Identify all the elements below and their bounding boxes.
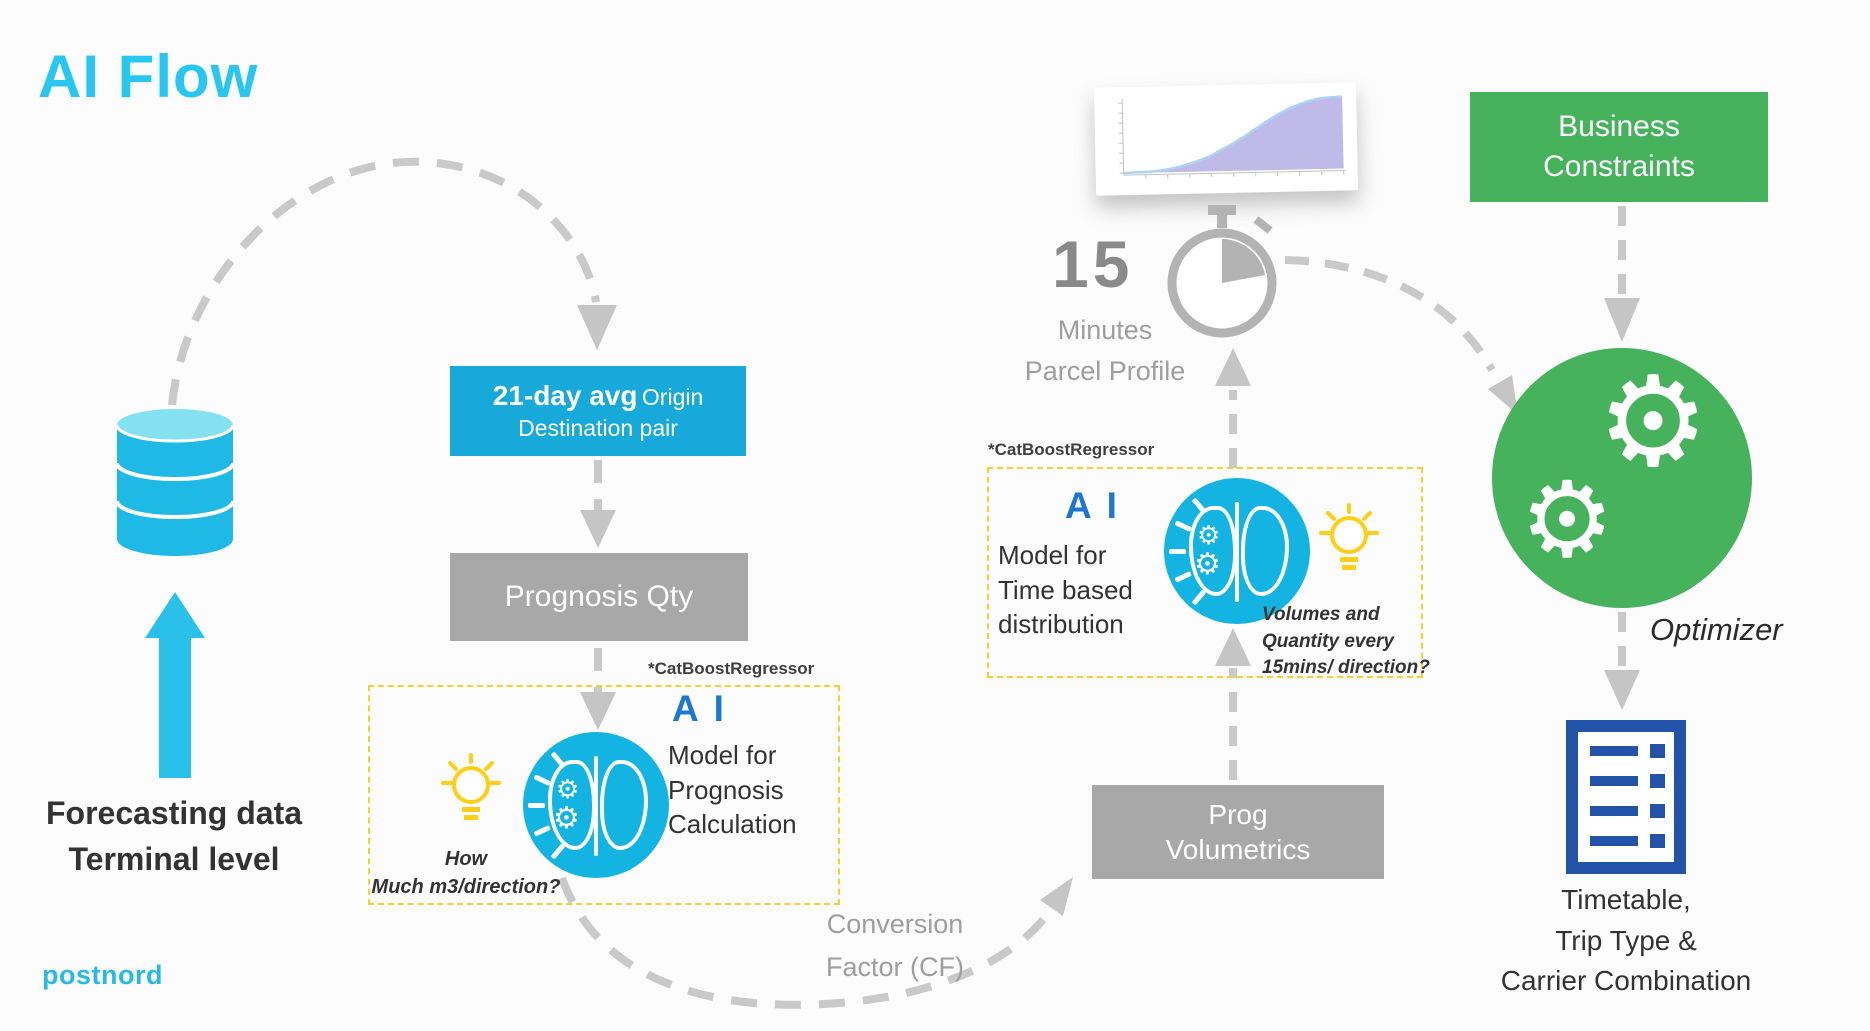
box-21day-line2: Destination pair (518, 415, 678, 442)
ai-letters-1: A I (672, 688, 727, 729)
stopwatch-icon (1167, 205, 1277, 338)
small-gear-icon: ⚙ (1194, 548, 1221, 581)
fifteen-number: 15 (1052, 227, 1134, 301)
small-gear-icon: ⚙ (556, 774, 580, 804)
box-21day-avg: 21-day avg Origin Destination pair (450, 366, 746, 456)
parcel-profile-caption: Minutes Parcel Profile (1024, 315, 1186, 386)
optimizer-gears-icon: ⚙ ⚙ (1492, 348, 1752, 608)
ai-brain-icon: ⚙ ⚙ (1164, 478, 1310, 624)
box-prog-volumetrics: Prog Volumetrics (1092, 785, 1384, 879)
page-title: AI Flow (38, 43, 259, 110)
prog-volumetrics-label: Prog Volumetrics (1165, 799, 1311, 865)
timetable-icon (1566, 720, 1686, 874)
postnord-logo: postnord (42, 960, 163, 990)
parcel-profile-chart-thumbnail (1093, 82, 1359, 196)
brain-right-hemisphere (1241, 506, 1289, 596)
area-chart-icon (1118, 95, 1346, 179)
ai-letters-2: A I (1065, 485, 1120, 526)
catboost-annotation-2: *CatBoostRegressor (988, 440, 1155, 459)
curve-ai1-to-volumetrics (558, 876, 1056, 1009)
database-icon (115, 409, 235, 556)
catboost-annotation-1: *CatBoostRegressor (648, 659, 815, 678)
gear-icon: ⚙ (1597, 353, 1710, 492)
optimizer-label: Optimizer (1650, 612, 1783, 647)
box-prognosis-qty: Prognosis Qty (450, 553, 748, 641)
ai-model-2-box (987, 467, 1423, 678)
box-business-constraints: Business Constraints (1470, 92, 1768, 202)
box-21day-rest: Origin (641, 383, 704, 410)
prognosis-qty-label: Prognosis Qty (504, 580, 694, 614)
small-gear-icon: ⚙ (553, 802, 580, 835)
timetable-output-label: Timetable, Trip Type & Carrier Combinati… (1500, 884, 1752, 997)
gear-icon: ⚙ (1520, 462, 1615, 579)
small-gear-icon: ⚙ (1197, 520, 1221, 550)
brain-right-hemisphere (600, 760, 648, 850)
conversion-factor-label: Conversion Factor (CF) (826, 909, 964, 983)
ai-model-1-box (368, 685, 840, 905)
up-arrow-icon (145, 592, 205, 778)
arrowheads (577, 298, 1640, 916)
curve-stopwatch-to-optimizer (1284, 256, 1496, 372)
arc-database-to-21day (168, 157, 600, 406)
lightbulb-icon (1319, 503, 1379, 570)
lightbulb-icon (441, 753, 501, 820)
box-21day-strong: 21-day avg (492, 379, 638, 411)
ai2-question: Volumes and Quantity every 15mins/ direc… (1262, 604, 1430, 679)
ai-brain-icon: ⚙ ⚙ (523, 732, 669, 878)
ai-model-2-label: Model for Time based distribution (998, 540, 1133, 640)
business-constraints-label: Business Constraints (1543, 109, 1695, 184)
ai1-question: How Much m3/direction? (371, 848, 561, 898)
forecasting-data-label: Forecasting data Terminal level (45, 795, 303, 878)
ai-model-1-label: Model for Prognosis Calculation (668, 740, 797, 840)
